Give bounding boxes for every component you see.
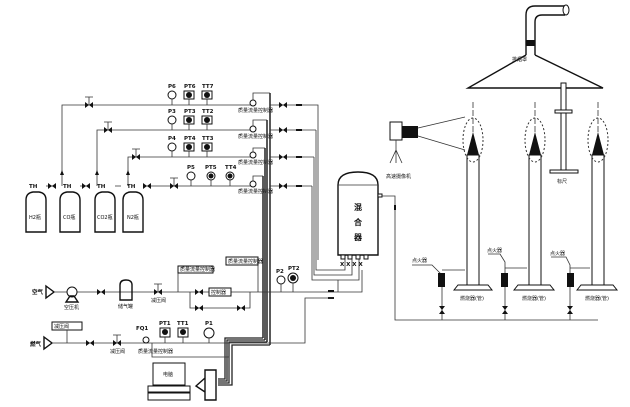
label: 高速摄像机	[386, 173, 411, 180]
label: 质量流量控制器	[138, 348, 173, 355]
valve-label: TH	[63, 184, 72, 190]
label: 电脑	[163, 371, 173, 378]
label: 质量流量控制器	[238, 159, 273, 166]
igniters: 点火器 点火器 点火器	[412, 248, 590, 320]
burners: 燃烧器(管) 燃烧器(管) 燃烧器(管) 点火器 点火器 点火器	[412, 102, 619, 320]
label: PT4	[184, 136, 196, 142]
label: PT5	[205, 165, 217, 171]
computer: 电脑	[147, 362, 217, 401]
outlet-valves	[270, 102, 360, 281]
label: 燃烧器(管)	[522, 295, 546, 302]
cylinder-3: CO2瓶 TH	[94, 184, 116, 233]
label: P5	[187, 165, 195, 171]
label: PT1	[159, 321, 171, 327]
label: 排烟罩	[512, 56, 527, 63]
fuel-line: 燃气 减压阀 减压阀 FQ1 质量流量控制器 PT1 TT1 P1	[30, 297, 334, 380]
label: P1	[205, 321, 213, 327]
label: 标尺	[557, 178, 567, 185]
label: P2	[276, 269, 284, 275]
valve-label: TH	[97, 184, 106, 190]
label: 燃气	[30, 340, 42, 348]
label: TT3	[202, 136, 214, 142]
label: 器	[353, 233, 363, 242]
camera: 高速摄像机	[386, 116, 466, 180]
cylinder-4: N2瓶 TH	[122, 184, 144, 233]
cylinder-2: CO瓶 TH	[59, 184, 81, 233]
cylinder-label: N2瓶	[127, 214, 139, 221]
svg-text:X X X X: X X X X	[340, 262, 363, 268]
instrument-row-2: P3 PT3 TT2	[167, 109, 214, 130]
label: 燃烧器(管)	[585, 295, 609, 302]
ruler: 标尺	[549, 82, 579, 185]
label: 点火器	[550, 251, 565, 257]
label: 控制器	[211, 289, 226, 296]
instruments: P6 PT6 TT7 P3 PT3 TT2 P4 PT4 TT3 P5 PT5 …	[167, 84, 237, 186]
label: 储气罐	[118, 303, 133, 310]
gas-lines	[60, 96, 253, 189]
instrument-row-3: P4 PT4 TT3	[167, 136, 214, 157]
valve-label: TH	[29, 184, 38, 190]
mass-flow-controllers: 质量流量控制器 质量流量控制器 质量流量控制器 质量流量控制器	[218, 92, 273, 386]
label: 减压阀	[54, 323, 69, 330]
instrument-row-4: P5 PT5 TT4	[186, 165, 237, 186]
label: 点火器	[412, 258, 427, 264]
label: TT1	[177, 321, 189, 327]
cylinder-1: H2瓶 TH	[25, 184, 47, 233]
label: TT2	[202, 109, 214, 115]
label: 质量流量控制器	[238, 133, 273, 140]
cylinder-label: CO瓶	[63, 214, 75, 221]
label: 质量流量控制器	[228, 258, 263, 265]
label: 质量流量控制器	[238, 188, 273, 195]
cylinder-label: CO2瓶	[97, 214, 113, 221]
label: TT7	[202, 84, 214, 90]
label: PT3	[184, 109, 196, 115]
mixer: 混 合 器 X X X X	[337, 171, 598, 321]
label: FQ1	[136, 326, 148, 332]
label: 空气	[32, 288, 44, 296]
valve-label: TH	[127, 184, 136, 190]
cylinder-label: H2瓶	[29, 214, 41, 221]
label: P6	[168, 84, 176, 90]
label: 合	[353, 217, 363, 227]
burner-3: 燃烧器(管)	[575, 102, 619, 302]
label: 减压阀	[110, 348, 125, 355]
label: P3	[168, 109, 176, 115]
instrument-row-1: P6 PT6 TT7	[167, 84, 214, 105]
tank-icon	[119, 279, 133, 301]
label: PT6	[184, 84, 196, 90]
burner-1: 燃烧器(管)	[452, 102, 494, 302]
compressor-icon	[66, 286, 78, 298]
label: 点火器	[487, 248, 502, 254]
label: P4	[168, 136, 176, 142]
exhaust-hood: 排烟罩	[465, 4, 604, 89]
burner-2: 燃烧器(管)	[512, 102, 556, 302]
label: 混	[354, 202, 362, 212]
air-line: 空气 空压机 储气罐 减压阀 质量流量控制器 控制器 质量流量控制器 P2 PT…	[32, 256, 363, 311]
label: TT4	[225, 165, 237, 171]
label: 质量流量控制器	[238, 107, 273, 114]
label: 空压机	[64, 304, 79, 311]
label: 质量流量控制器	[180, 266, 215, 273]
label: 减压阀	[151, 297, 166, 304]
label: 燃烧器(管)	[460, 295, 484, 302]
label: PT2	[288, 266, 300, 272]
gas-cylinders: H2瓶 TH CO瓶 TH CO2瓶 TH N2瓶 TH	[25, 183, 152, 233]
reducer-valves	[85, 96, 178, 189]
